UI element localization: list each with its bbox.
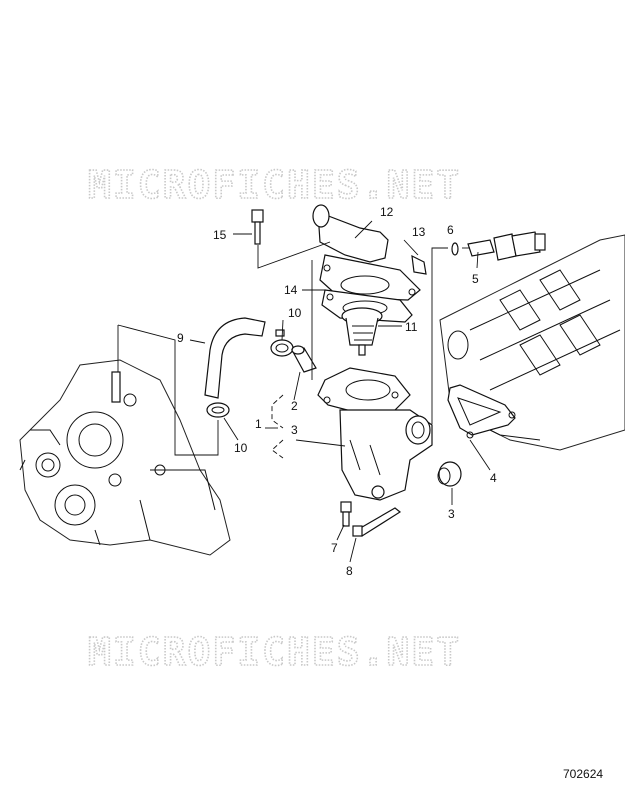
callout-7: 7 bbox=[331, 541, 338, 555]
part-13-plug bbox=[411, 254, 427, 275]
callout-11: 11 bbox=[405, 320, 418, 334]
part-12-thermostat-outlet bbox=[312, 204, 421, 301]
watermark-top: MICROFICHES.NET bbox=[88, 163, 461, 207]
part-8-bolt bbox=[352, 507, 402, 537]
part-9-hose bbox=[204, 317, 266, 399]
callout-9: 9 bbox=[177, 331, 184, 345]
callouts: 1 2 3 3 4 5 6 7 8 9 10 10 11 12 13 14 15 bbox=[177, 205, 497, 578]
part-6-o-ring bbox=[451, 242, 459, 256]
callout-5: 5 bbox=[472, 272, 479, 286]
watermark-bottom: MICROFICHES.NET bbox=[88, 630, 461, 674]
callout-15: 15 bbox=[213, 228, 227, 242]
water-pump-background bbox=[19, 359, 231, 556]
callout-3a: 3 bbox=[291, 423, 298, 437]
part-2-fitting bbox=[291, 345, 317, 373]
leader-lines bbox=[117, 220, 491, 563]
callout-6: 6 bbox=[447, 223, 454, 237]
part-10-clamp-lower bbox=[206, 402, 230, 418]
part-7-bolt bbox=[340, 501, 352, 527]
part-4-gasket bbox=[447, 384, 516, 439]
callout-13: 13 bbox=[412, 225, 426, 239]
callout-4: 4 bbox=[490, 471, 497, 485]
callout-2: 2 bbox=[291, 399, 298, 413]
drawing-reference-number: 702624 bbox=[563, 767, 603, 781]
callout-8: 8 bbox=[346, 564, 353, 578]
thermostat-housing bbox=[317, 367, 433, 501]
callout-12: 12 bbox=[380, 205, 394, 219]
callout-14: 14 bbox=[284, 283, 298, 297]
callout-10b: 10 bbox=[234, 441, 248, 455]
part-3-cap bbox=[437, 461, 462, 487]
part-11-thermostat bbox=[341, 307, 383, 356]
part-15-bolt bbox=[251, 209, 264, 245]
callout-1: 1 bbox=[255, 417, 262, 431]
part-5-temperature-sender bbox=[467, 231, 546, 261]
callout-3b: 3 bbox=[448, 507, 455, 521]
callout-10a: 10 bbox=[288, 306, 302, 320]
